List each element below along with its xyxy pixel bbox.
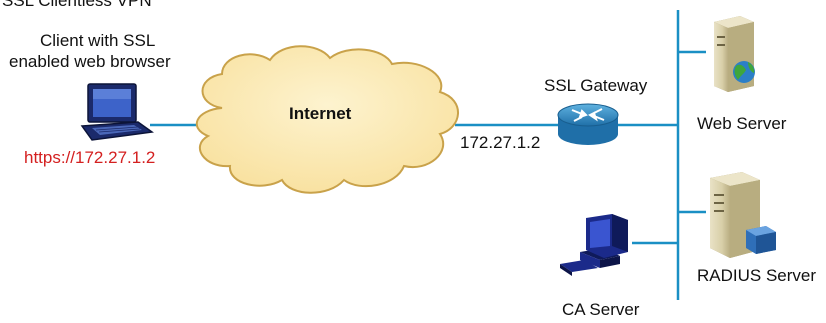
diagram-caption: SSL Clientless VPN (2, 0, 152, 10)
client-label-line2: enabled web browser (9, 52, 171, 71)
gateway-label: SSL Gateway (544, 76, 648, 95)
radius-server-label: RADIUS Server (697, 266, 816, 285)
connection-lines (150, 10, 706, 300)
radius-server-icon (710, 172, 776, 258)
internet-label: Internet (289, 104, 352, 123)
ca-server-label: CA Server (562, 300, 640, 319)
cloud-icon (195, 45, 459, 194)
router-icon (557, 103, 619, 145)
ca-workstation-icon (560, 214, 628, 276)
client-label-line1: Client with SSL (40, 31, 155, 50)
laptop-icon (80, 83, 154, 141)
client-url: https://172.27.1.2 (24, 148, 155, 167)
web-server-label: Web Server (697, 114, 787, 133)
gateway-ip: 172.27.1.2 (460, 133, 540, 152)
web-server-icon (714, 16, 755, 92)
